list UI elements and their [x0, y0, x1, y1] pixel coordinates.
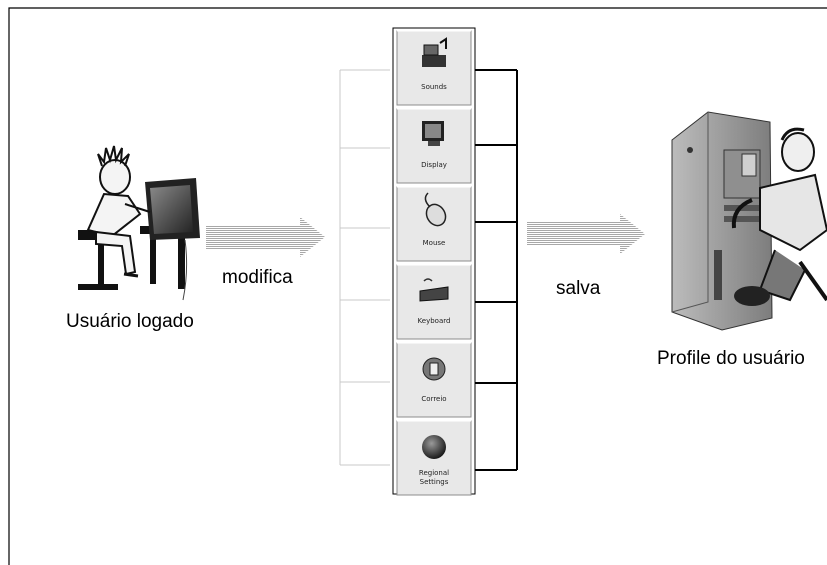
control-panel-applet-mouse[interactable]: Mouse	[396, 186, 472, 262]
applet-label: Correio	[421, 395, 446, 403]
control-panel-applet-sounds[interactable]: Sounds	[396, 30, 472, 106]
modify-label: modifica	[222, 267, 293, 288]
globe-icon	[422, 435, 446, 459]
panel-bracket-lines	[475, 69, 518, 471]
control-panel-applet-keyboard[interactable]: Keyboard	[396, 264, 472, 340]
applet-label: Sounds	[421, 83, 447, 91]
arrow-modify	[206, 217, 325, 257]
applet-label: Keyboard	[418, 317, 451, 325]
applet-label: Mouse	[423, 239, 446, 247]
mouse-icon	[424, 192, 447, 227]
user-label: Usuário logado	[66, 311, 194, 332]
display-icon	[422, 121, 444, 146]
save-label: salva	[556, 278, 601, 299]
keyboard-icon	[419, 278, 449, 302]
frame-border	[8, 7, 827, 565]
control-panel-applet-correio[interactable]: Correio	[396, 342, 472, 418]
user-at-computer-illustration	[78, 145, 200, 301]
sounds-icon	[422, 37, 447, 67]
applet-label: Display	[421, 161, 447, 169]
applet-label: Settings	[420, 478, 449, 486]
mail-icon	[422, 357, 446, 381]
server-profile-illustration	[671, 111, 827, 331]
profile-label: Profile do usuário	[657, 348, 805, 369]
panel-feed-lines	[339, 69, 390, 466]
arrow-save	[527, 214, 645, 254]
applet-label: Regional	[419, 469, 449, 477]
control-panel-applet-display[interactable]: Display	[396, 108, 472, 184]
